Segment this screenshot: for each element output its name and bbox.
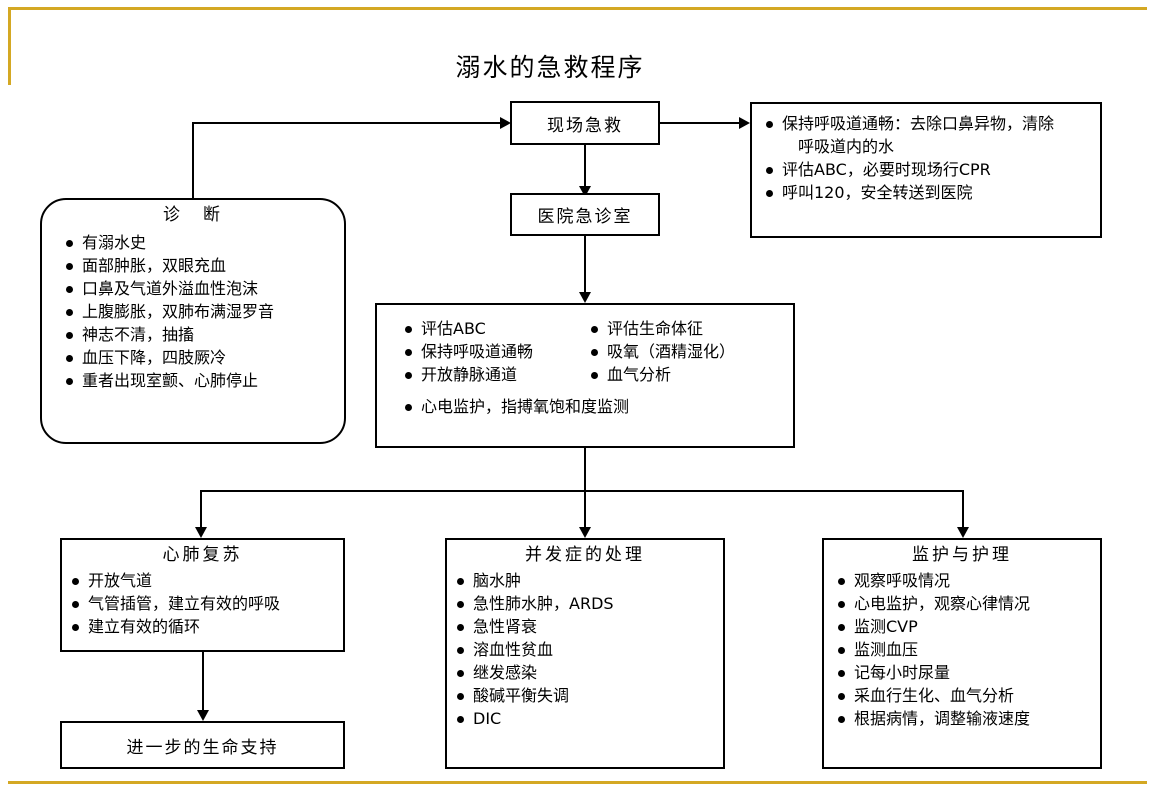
node-cpr-title: 心肺复苏 <box>162 545 243 565</box>
list-item: 吸氧（酒精湿化） <box>591 340 735 363</box>
list-item: 根据病情，调整输液速度 <box>838 707 1100 730</box>
node-scene-rescue[interactable]: 现场急救 <box>510 101 660 145</box>
node-complications-title: 并发症的处理 <box>525 545 645 565</box>
arrow-into-complications <box>579 527 591 538</box>
list-item-continuation: 呼吸道内的水 <box>798 137 895 157</box>
list-item: 血压下降，四肢厥冷 <box>66 346 344 369</box>
list-item: DIC <box>457 707 723 730</box>
connector-branch-right-drop <box>962 490 964 530</box>
arrow-into-scene-rescue <box>500 117 511 129</box>
list-item: 评估ABC <box>405 317 533 340</box>
list-item: 心电监护，指搏氧饱和度监测 <box>405 395 629 418</box>
node-monitoring[interactable]: 监护与护理 观察呼吸情况 心电监护，观察心律情况 监测CVP 监测血压 记每小时… <box>822 538 1102 769</box>
connector-er-to-measures <box>584 236 586 294</box>
connector-measures-down <box>584 448 586 492</box>
list-item: 采血行生化、血气分析 <box>838 684 1100 707</box>
connector-cpr-to-life-support <box>202 652 204 714</box>
connector-branch-bar <box>200 490 964 492</box>
list-item: 有溺水史 <box>66 231 344 254</box>
arrow-into-monitoring <box>957 527 969 538</box>
list-item: 观察呼吸情况 <box>838 569 1100 592</box>
list-item: 溶血性贫血 <box>457 638 723 661</box>
connector-scene-to-field <box>660 122 742 124</box>
connector-diagnosis-right <box>192 122 502 124</box>
node-er-room-label: 医院急诊室 <box>537 207 633 227</box>
arrow-into-life-support <box>197 710 209 721</box>
monitoring-list: 观察呼吸情况 心电监护，观察心律情况 监测CVP 监测血压 记每小时尿量 采血行… <box>824 569 1100 730</box>
list-item: 呼叫120，安全转送到医院 <box>766 181 1100 204</box>
list-item: 气管插管，建立有效的呼吸 <box>72 592 343 615</box>
frame-top-rule <box>8 7 1147 10</box>
node-life-support-label: 进一步的生命支持 <box>126 737 279 758</box>
er-measures-left-column: 评估ABC 保持呼吸道通畅 开放静脉通道 <box>391 317 533 386</box>
er-measures-right-column: 评估生命体征 吸氧（酒精湿化） 血气分析 <box>577 317 735 386</box>
connector-diagnosis-up <box>192 123 194 199</box>
list-item: 开放气道 <box>72 569 343 592</box>
frame-left-rule <box>8 7 11 85</box>
node-field-measures[interactable]: 保持呼吸道通畅：去除口鼻异物，清除 呼吸道内的水 评估ABC，必要时现场行CPR… <box>750 102 1102 238</box>
node-monitoring-title: 监护与护理 <box>912 545 1012 565</box>
frame-bottom-rule <box>8 781 1147 784</box>
list-item: 脑水肿 <box>457 569 723 592</box>
diagnosis-list: 有溺水史 面部肿胀，双眼充血 口鼻及气道外溢血性泡沫 上腹膨胀，双肺布满湿罗音 … <box>42 231 344 392</box>
arrow-into-cpr <box>195 527 207 538</box>
list-item: 酸碱平衡失调 <box>457 684 723 707</box>
list-item: 继发感染 <box>457 661 723 684</box>
arrow-into-er-measures <box>579 292 591 303</box>
list-item: 监测血压 <box>838 638 1100 661</box>
node-diagnosis[interactable]: 诊 断 有溺水史 面部肿胀，双眼充血 口鼻及气道外溢血性泡沫 上腹膨胀，双肺布满… <box>40 198 346 444</box>
field-measures-list: 保持呼吸道通畅：去除口鼻异物，清除 呼吸道内的水 评估ABC，必要时现场行CPR… <box>752 112 1100 204</box>
node-life-support[interactable]: 进一步的生命支持 <box>60 721 345 769</box>
list-item: 记每小时尿量 <box>838 661 1100 684</box>
cpr-list: 开放气道 气管插管，建立有效的呼吸 建立有效的循环 <box>62 569 343 638</box>
arrow-into-field-measures <box>739 117 750 129</box>
complications-list: 脑水肿 急性肺水肿，ARDS 急性肾衰 溶血性贫血 继发感染 酸碱平衡失调 DI… <box>447 569 723 730</box>
connector-branch-mid-drop <box>584 490 586 530</box>
arrow-into-er-room <box>579 186 591 197</box>
connector-branch-left-drop <box>200 490 202 530</box>
list-item: 监测CVP <box>838 615 1100 638</box>
node-cpr[interactable]: 心肺复苏 开放气道 气管插管，建立有效的呼吸 建立有效的循环 <box>60 538 345 652</box>
list-item: 急性肺水肿，ARDS <box>457 592 723 615</box>
list-item: 评估ABC，必要时现场行CPR <box>766 158 1100 181</box>
list-item: 神志不清，抽搐 <box>66 323 344 346</box>
list-item: 保持呼吸道通畅 <box>405 340 533 363</box>
list-item: 保持呼吸道通畅：去除口鼻异物，清除 <box>766 112 1100 135</box>
node-complications[interactable]: 并发症的处理 脑水肿 急性肺水肿，ARDS 急性肾衰 溶血性贫血 继发感染 酸碱… <box>445 538 725 769</box>
er-measures-columns: 评估ABC 保持呼吸道通畅 开放静脉通道 评估生命体征 吸氧（酒精湿化） 血气分… <box>377 305 793 416</box>
list-item: 上腹膨胀，双肺布满湿罗音 <box>66 300 344 323</box>
list-item: 心电监护，观察心律情况 <box>838 592 1100 615</box>
node-diagnosis-title: 诊 断 <box>163 205 223 225</box>
node-er-measures[interactable]: 评估ABC 保持呼吸道通畅 开放静脉通道 评估生命体征 吸氧（酒精湿化） 血气分… <box>375 303 795 448</box>
list-item: 口鼻及气道外溢血性泡沫 <box>66 277 344 300</box>
list-item: 血气分析 <box>591 363 735 386</box>
er-measures-full-width-row: 心电监护，指搏氧饱和度监测 <box>391 395 629 418</box>
page-title: 溺水的急救程序 <box>455 53 645 82</box>
list-item: 重者出现室颤、心肺停止 <box>66 369 344 392</box>
list-item: 开放静脉通道 <box>405 363 533 386</box>
list-item: 面部肿胀，双眼充血 <box>66 254 344 277</box>
node-er-room[interactable]: 医院急诊室 <box>510 193 660 236</box>
connector-scene-to-er <box>584 145 586 189</box>
list-item: 建立有效的循环 <box>72 615 343 638</box>
node-scene-rescue-label: 现场急救 <box>547 115 623 136</box>
list-item: 急性肾衰 <box>457 615 723 638</box>
list-item: 评估生命体征 <box>591 317 735 340</box>
